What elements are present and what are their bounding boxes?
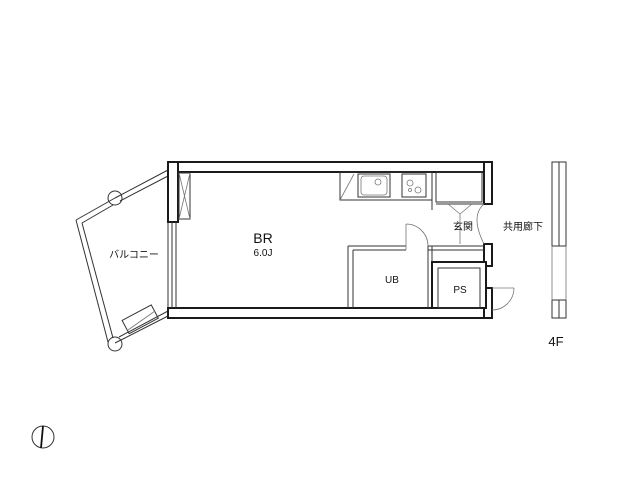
balcony-post-bottom	[107, 336, 123, 352]
room-label-balcony: バルコニー	[109, 249, 159, 261]
room-label-bathroom: UB	[385, 275, 399, 286]
stove	[401, 173, 427, 198]
balcony-post-top	[107, 190, 123, 206]
pipe-space-door	[491, 287, 515, 311]
exterior-walls	[167, 161, 493, 319]
balcony-window	[167, 222, 177, 308]
floor-label: 4F	[548, 334, 563, 349]
room-size-bedroom: 6.0J	[254, 248, 273, 259]
room-label-bedroom: BR	[253, 230, 272, 246]
sink	[357, 173, 391, 198]
pipe-space	[431, 261, 487, 309]
north-arrow-icon	[31, 425, 55, 449]
closet	[178, 172, 191, 220]
shoe-cabinet	[435, 171, 484, 205]
entrance-door	[447, 203, 485, 245]
room-label-pipe-space: PS	[453, 285, 467, 296]
room-label-entrance: 玄関	[453, 220, 473, 233]
balcony	[75, 169, 169, 352]
kitchen	[339, 171, 433, 210]
balcony-storage	[121, 304, 159, 335]
corridor-wall	[551, 161, 567, 319]
label-corridor: 共用廊下	[503, 220, 543, 233]
bathroom-door	[405, 223, 429, 250]
